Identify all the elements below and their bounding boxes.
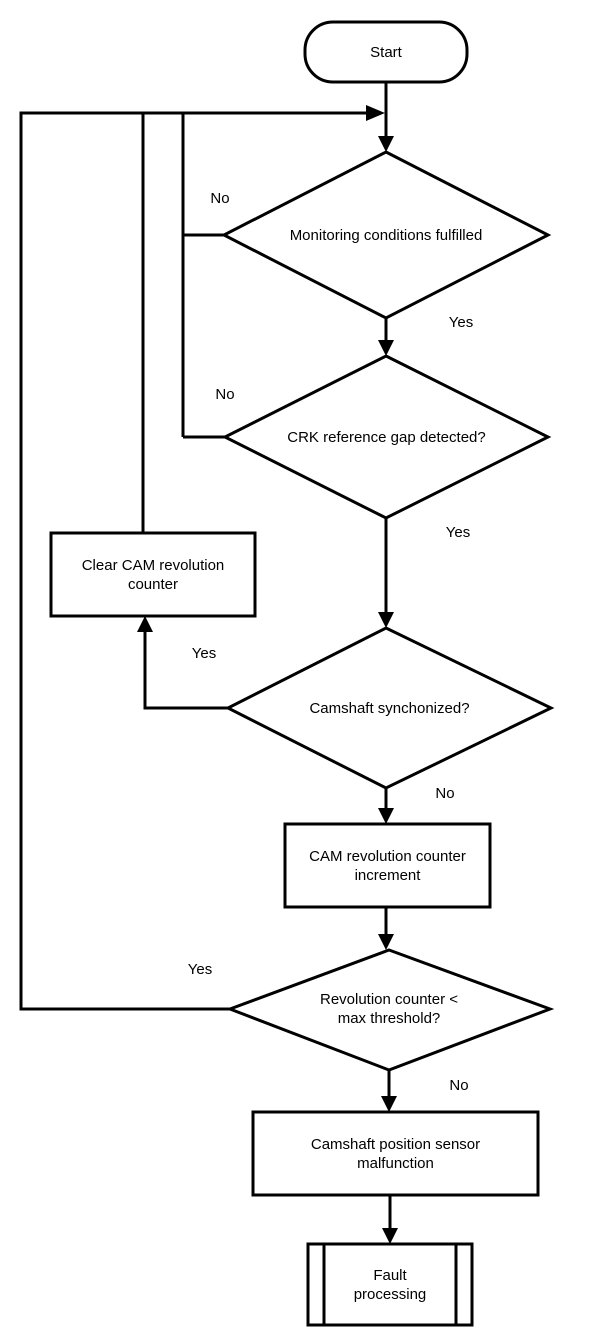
process-malfunction-shape (251, 1110, 540, 1197)
start-terminator-shape (303, 20, 469, 84)
arrowhead-into-monitoring (378, 136, 394, 152)
decision-monitoring-shape (220, 150, 552, 320)
arrowhead-into-crk (378, 340, 394, 356)
arrowhead-into-revolution (378, 934, 394, 950)
decision-synchronized-shape (224, 626, 555, 790)
arrowhead-feeder-right (366, 105, 385, 121)
arrowhead-into-clear-counter (137, 616, 153, 632)
connector-loop-revolution-yes (19, 111, 367, 1011)
arrowhead-into-synchronized (378, 612, 394, 628)
arrowhead-into-malfunction (381, 1096, 397, 1112)
connector-synchronized-yes (143, 630, 228, 710)
process-clear-cam-counter-shape (49, 531, 257, 618)
arrowhead-into-increment (378, 808, 394, 824)
terminal-fault-processing-shape (306, 1242, 474, 1327)
arrowhead-into-fault (382, 1228, 398, 1244)
process-cam-counter-increment-shape (283, 822, 492, 909)
decision-crk-shape (221, 354, 552, 520)
decision-revolution-shape (225, 948, 555, 1072)
